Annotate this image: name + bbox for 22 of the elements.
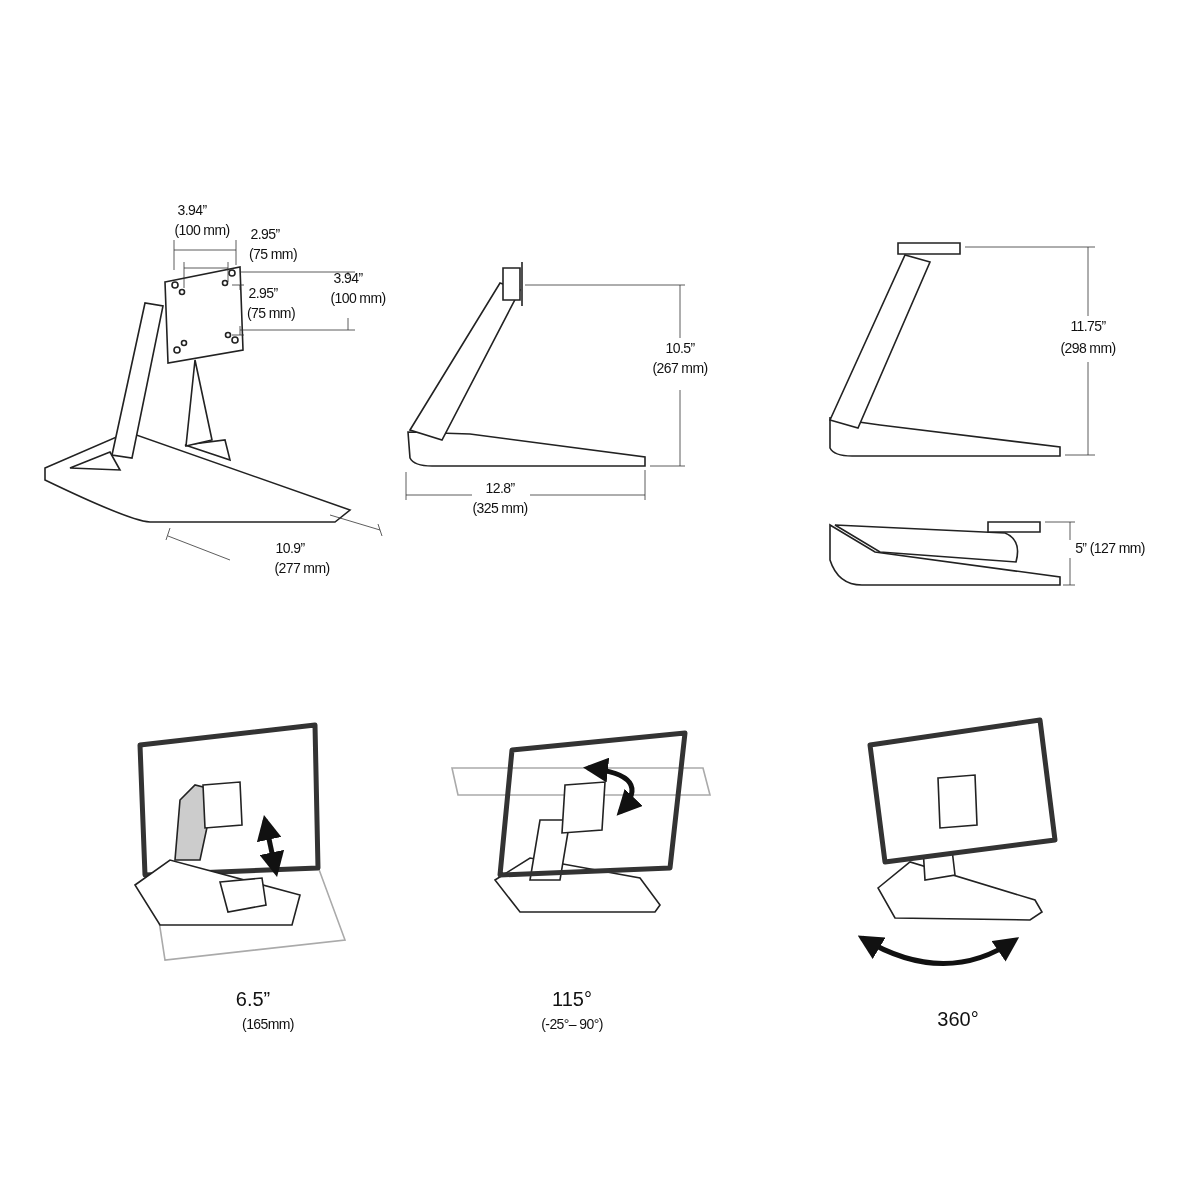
dimension-label: (165mm) [242,1016,294,1032]
dimension-label: (100 mm) [330,290,386,306]
dimension-label: (298 mm) [1060,340,1116,356]
dimension-label: 3.94” [177,202,207,218]
dimension-label: 10.9” [275,540,305,556]
dimension-label: 11.75” [1070,318,1106,334]
dimension-label: 3.94” [333,270,363,286]
dimension-label: (75 mm) [247,305,295,321]
dimension-label: 12.8” [485,480,515,496]
dimension-label: (325 mm) [472,500,528,516]
dimension-label: (100 mm) [174,222,230,238]
dimension-label: 2.95” [248,285,278,301]
dimension-label: 5” (127 mm) [1075,540,1145,556]
dimension-label: (277 mm) [274,560,330,576]
dimension-label: (-25°– 90°) [541,1016,603,1032]
dimension-label: 6.5” [235,988,271,1010]
dimension-label: (267 mm) [652,360,708,376]
dimension-label: (75 mm) [249,246,297,262]
dimension-label: 115° [552,988,592,1010]
dimension-label: 2.95” [250,226,280,242]
dimension-label: 360° [937,1008,979,1030]
dimension-label: 10.5” [665,340,695,356]
